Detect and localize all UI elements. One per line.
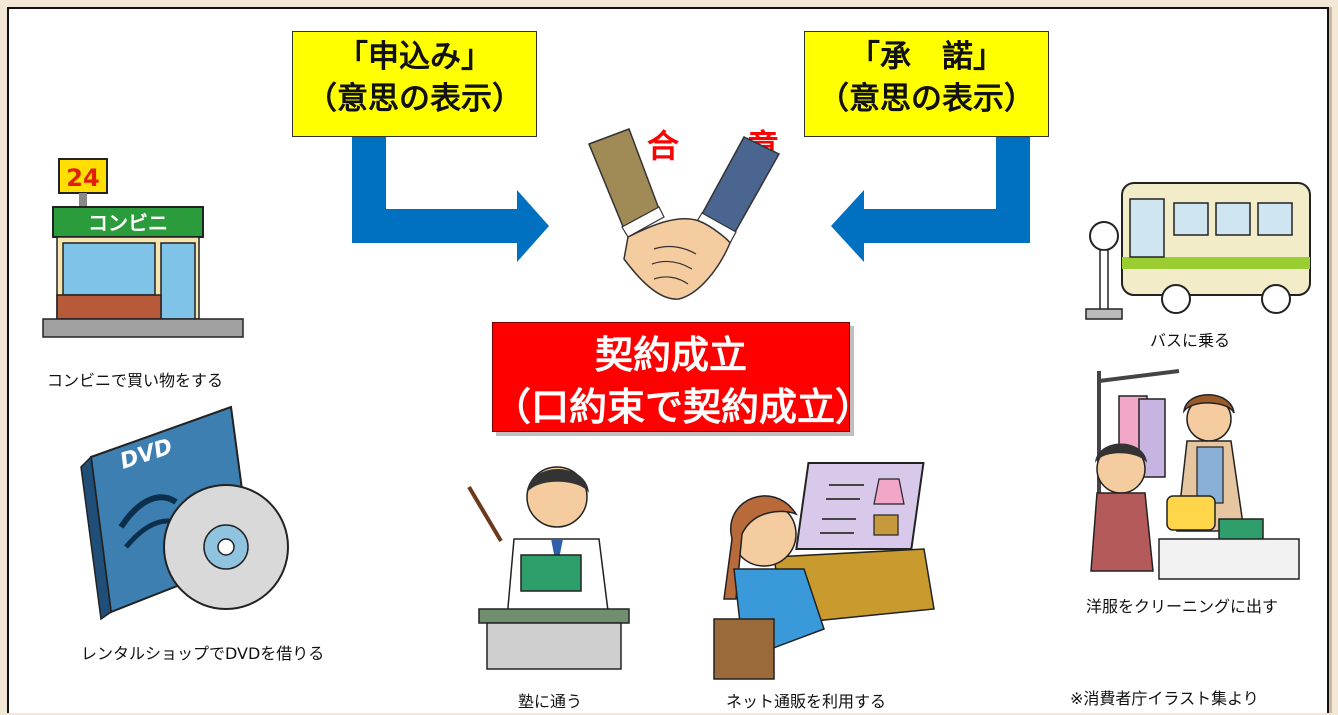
online-shopping-icon — [713, 462, 935, 680]
caption-online-shopping: ネット通販を利用する — [726, 692, 887, 711]
offer-title: 「申込み」 — [337, 39, 492, 75]
caption-bus: バスに乗る — [1150, 331, 1231, 350]
cram-school-icon — [467, 466, 630, 670]
contract-formed-box: 契約成立 （口約束で契約成立） — [492, 322, 874, 432]
convenience-store-icon: 24 コンビニ — [42, 158, 244, 338]
caption-dry-cleaning: 洋服をクリーニングに出す — [1086, 597, 1279, 616]
offer-subtitle: （意思の表示） — [306, 81, 523, 117]
store-sign: コンビニ — [88, 211, 168, 235]
store-number: 24 — [66, 164, 99, 192]
offer-box: 「申込み」 （意思の表示） — [292, 31, 537, 137]
source-note: ※消費者庁イラスト集より — [1070, 689, 1259, 708]
acceptance-title: 「承 諾」 — [849, 39, 1004, 75]
caption-convenience-store: コンビニで買い物をする — [47, 371, 224, 390]
dry-cleaning-icon — [1090, 369, 1300, 580]
acceptance-box: 「承 諾」 （意思の表示） — [804, 31, 1049, 137]
handshake-icon — [588, 128, 781, 300]
contract-subtitle: （口約束で契約成立） — [493, 385, 874, 429]
diagram-panel: 「申込み」 （意思の表示） 「承 諾」 （意思の表示） 合 意 契約成立 （口約… — [7, 7, 1329, 713]
contract-title: 契約成立 — [594, 333, 747, 377]
caption-dvd-rental: レンタルショップでDVDを借りる — [81, 644, 325, 663]
caption-cram-school: 塾に通う — [518, 692, 583, 711]
bus-icon — [1085, 182, 1311, 320]
dvd-icon: DVD — [80, 405, 289, 621]
acceptance-subtitle: （意思の表示） — [818, 81, 1035, 117]
